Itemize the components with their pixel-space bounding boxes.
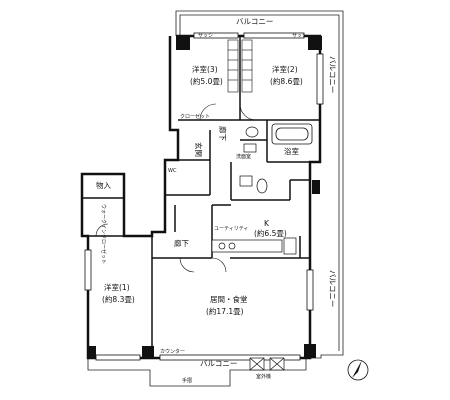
room-western2-name: 洋室(2) [272,64,298,74]
balcony-bottom-label: バルコニー [200,359,237,368]
north-arrow-icon [347,359,369,381]
windows [84,32,324,361]
counter-label: カウンター [160,348,185,355]
room-kitchen-size: (約6.5畳) [254,228,287,238]
room-kitchen-name: K [264,219,270,228]
room-western3-size: (約5.0畳) [190,76,223,86]
room-walkin-closet: ウォークインクローゼット [100,204,107,264]
room-washroom: 洗面室 [236,153,251,160]
room-bath: 浴室 [284,146,299,156]
balcony-outline [87,10,344,387]
closet-hatching [227,39,253,93]
room-western3-name: 洋室(3) [192,64,218,74]
room-storage: 物入 [96,180,111,190]
closet-label: クローゼット [180,113,210,120]
outdoor-unit-label: 室外機 [256,373,271,380]
pillars [88,36,322,358]
room-hall-upper: 廊下 [218,126,228,141]
room-ldk-size: (約17.1畳) [206,306,244,316]
outdoor-units [249,357,285,371]
balcony-right-lower-label: バルコニー [328,270,337,307]
room-western1-size: (約8.3畳) [102,294,135,304]
balcony-top-label: バルコニー [236,17,273,26]
sash-label-2: サッシ [292,33,307,39]
room-utility: ユーティリティ [214,226,248,232]
balcony-right-upper-label: バルコニー [328,56,337,93]
gate-label: 手摺 [182,377,192,384]
room-western1-name: 洋室(1) [104,282,130,292]
doors [95,103,257,273]
room-hall-lower: 廊下 [174,238,189,248]
room-ldk-name: 居間・食堂 [210,294,248,304]
bathtub [271,123,313,145]
room-western2-size: (約8.6畳) [270,76,303,86]
kitchen-counter [211,237,297,255]
room-entrance: 玄関 [194,142,204,157]
sash-labels: サッシ サッシ [198,33,307,39]
sash-label-1: サッシ [198,33,213,39]
wc-label: WC [168,168,177,174]
washroom-fixtures [239,126,268,194]
